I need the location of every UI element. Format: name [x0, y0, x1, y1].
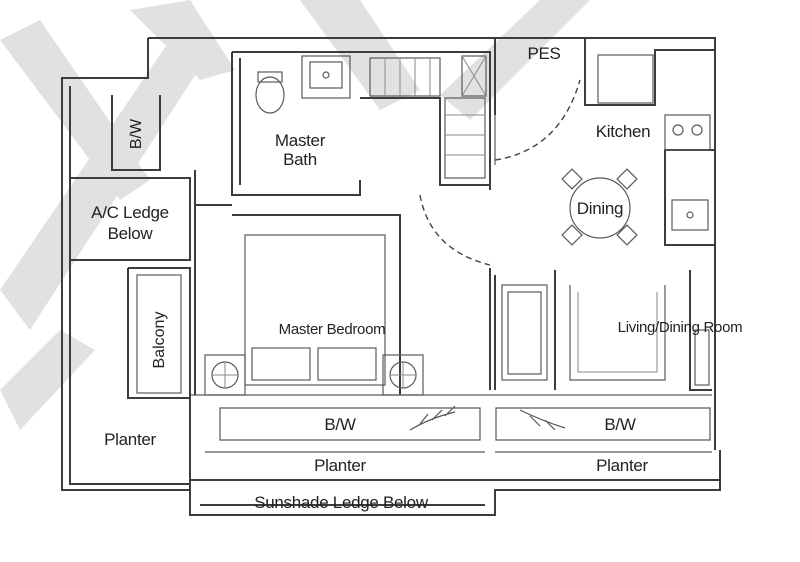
kitchen-fixtures	[597, 54, 711, 231]
master-bath-label-line1: Master	[274, 131, 326, 150]
dining-label: Dining	[576, 199, 624, 218]
interior-walls	[70, 38, 716, 399]
bw-bottom-left-label: B/W	[324, 415, 356, 434]
bath-fixtures	[255, 55, 487, 179]
planter-bottom-right-label: Planter	[596, 456, 648, 475]
planter-bottom-left-label: Planter	[314, 456, 366, 475]
planter-left-label: Planter	[104, 430, 156, 449]
planter-leaves	[409, 405, 566, 431]
door-swings	[419, 79, 581, 266]
kitchen-label: Kitchen	[595, 122, 651, 141]
balcony-rail	[136, 274, 182, 394]
bed	[204, 234, 424, 396]
living-furniture	[501, 284, 710, 386]
living-room-label: Living/Dining Room	[617, 319, 743, 336]
sunshade-ledge-label: Sunshade Ledge Below	[254, 493, 428, 512]
dining-table	[561, 168, 638, 246]
outer-walls	[61, 37, 721, 516]
bw-bottom-right-label: B/W	[604, 415, 636, 434]
pes-label: PES	[527, 44, 561, 63]
master-bedroom-label: Master Bedroom	[278, 321, 386, 338]
balcony-label: Balcony	[151, 311, 168, 369]
master-bath-label-line2: Bath	[283, 150, 317, 169]
bw-left-label: B/W	[128, 118, 145, 150]
ac-ledge-label-line2: Below	[107, 224, 153, 243]
ac-ledge-label-line1: A/C Ledge	[91, 203, 169, 222]
